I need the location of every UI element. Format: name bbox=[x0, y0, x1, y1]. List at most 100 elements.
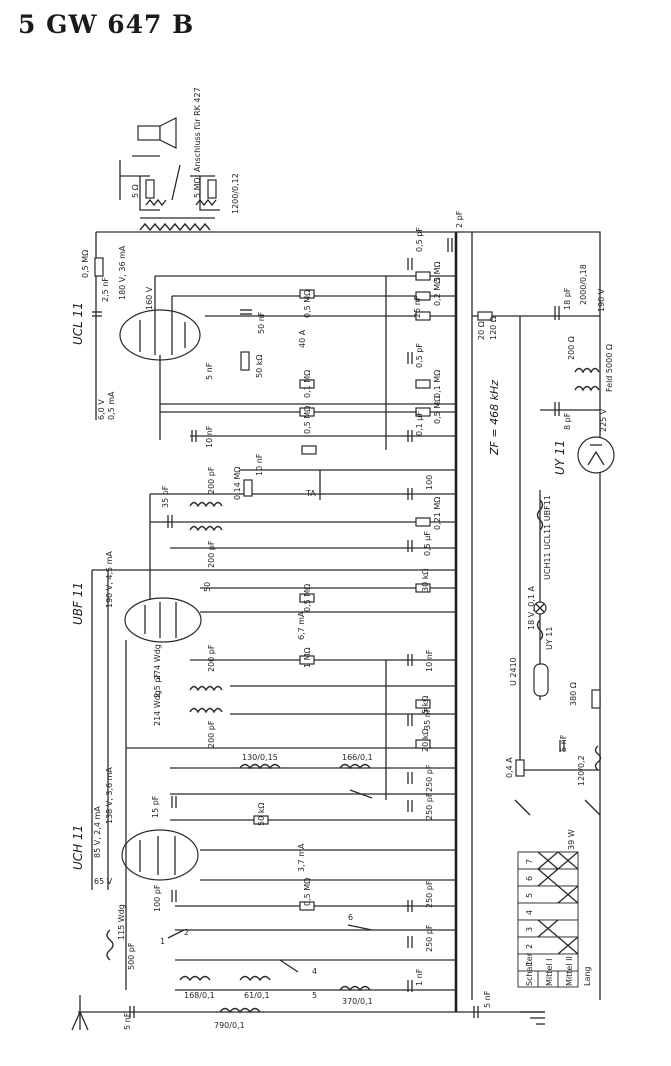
label-switch-5: 5 bbox=[312, 991, 317, 1000]
label-heater-current: 18 V, 0,1 A bbox=[527, 585, 536, 630]
table-header-5: 5 bbox=[525, 893, 534, 898]
label-cap-8pf: 8 pF bbox=[563, 412, 572, 430]
label-res-05-megohm-top: 0,5 MΩ bbox=[81, 250, 90, 278]
label-cap-50nf: 50 nF bbox=[257, 311, 266, 334]
label-cap-05c: 0,5 µF bbox=[423, 531, 432, 556]
label-coil-790: 790/0,1 bbox=[214, 1021, 245, 1030]
ground-icon bbox=[520, 1011, 545, 1025]
label-b-67ma: 6,7 mA bbox=[297, 611, 306, 640]
label-res-021: 0,21 MΩ bbox=[433, 497, 442, 530]
label-uch-grid: 85 V, 2,4 mA bbox=[93, 806, 102, 858]
label-res-5k: 5 kΩ bbox=[421, 696, 430, 714]
label-cap-25pf: 2,5 pF bbox=[153, 673, 162, 698]
label-res-2000: 2000/0,18 bbox=[579, 264, 588, 305]
label-214-wdg: 214 Wdg bbox=[153, 690, 162, 726]
label-65v: 65 V bbox=[94, 877, 113, 886]
fuse-icon bbox=[515, 759, 525, 777]
label-cap-5nfb: 5 nF bbox=[559, 734, 568, 752]
table-header-schalter: Schalter bbox=[525, 952, 534, 986]
label-tube-uch11: UCH 11 bbox=[71, 825, 85, 870]
output-transformer bbox=[139, 222, 211, 232]
table-header-7: 7 bbox=[525, 859, 534, 864]
label-cap-15pf: 15 pF bbox=[151, 795, 160, 818]
label-coil-130: 130/0,15 bbox=[242, 753, 278, 762]
label-res-5-megohm: 5 MΩ bbox=[193, 177, 202, 198]
label-cap-05pf: 0,5 pF bbox=[415, 227, 424, 252]
switch-table bbox=[517, 851, 579, 988]
label-switch-1: 1 bbox=[160, 937, 165, 946]
tube-uy11 bbox=[577, 436, 615, 474]
label-res-200: 200 Ω bbox=[567, 336, 576, 360]
ballast-u2410 bbox=[533, 663, 549, 697]
label-cap-250a: 250 pF bbox=[425, 764, 434, 792]
speaker-icon bbox=[132, 117, 177, 157]
label-fuse: 0,4 A bbox=[505, 757, 514, 778]
label-cap-25: 25 nF bbox=[413, 295, 422, 318]
label-cap-50: 50 bbox=[203, 582, 212, 592]
resistor-5-megohm bbox=[207, 179, 217, 199]
label-anschluss: Anschluss für RK 427 bbox=[193, 87, 202, 172]
label-res-1200: 1200/0,12 bbox=[231, 173, 240, 214]
table-row-mittel-2: Mittel II bbox=[565, 956, 574, 986]
label-res-5m: 5 MΩ bbox=[433, 261, 442, 282]
label-res-05d: 0,5 MΩ bbox=[303, 878, 312, 906]
label-res-01m: 0,1 MΩ bbox=[303, 370, 312, 398]
label-225v: 225 V bbox=[599, 408, 608, 432]
label-cap-5nfd: 5 nF bbox=[123, 1012, 132, 1030]
tube-ucl11 bbox=[119, 309, 201, 361]
table-header-4: 4 bbox=[525, 910, 534, 915]
label-feld: Feld 5000 Ω bbox=[605, 344, 614, 392]
label-cap-5nf: 5 nF bbox=[205, 362, 214, 380]
label-switch-6: 6 bbox=[348, 913, 353, 922]
tube-uch11 bbox=[121, 829, 199, 881]
label-switch-4: 4 bbox=[312, 967, 317, 976]
table-header-3: 3 bbox=[525, 927, 534, 932]
label-cap-250c: 250 pF bbox=[425, 880, 434, 908]
label-tube-ubf11: UBF 11 bbox=[71, 582, 85, 625]
resistor-5-ohm bbox=[145, 179, 155, 199]
label-cap-500: 500 pF bbox=[127, 942, 136, 970]
label-res-01b: 0,1 MΩ bbox=[433, 370, 442, 398]
label-cap-1nf: 1 nF bbox=[415, 968, 424, 986]
label-coil-166: 166/0,1 bbox=[342, 753, 373, 762]
label-uch-anode: 138 V, 3,6 mA bbox=[105, 767, 114, 824]
label-05ma: 0,5 mA bbox=[107, 391, 116, 420]
label-res-120: 120 Ω bbox=[489, 316, 498, 340]
label-cap-01uf: 0,1 µF bbox=[415, 411, 424, 436]
label-coil-168: 168/0,1 bbox=[184, 991, 215, 1000]
label-coil-61: 61/0,1 bbox=[244, 991, 270, 1000]
tube-ubf11 bbox=[124, 597, 202, 643]
label-cap-35b: 35 nF bbox=[423, 707, 432, 730]
label-res-120b: 120/0,2 bbox=[577, 755, 586, 786]
label-res-05c: 0,5 MΩ bbox=[303, 584, 312, 612]
label-115-wdg: 115 Wdg bbox=[117, 904, 126, 940]
label-ta: TA bbox=[305, 489, 316, 498]
label-190v-right: 190 V bbox=[597, 288, 606, 312]
label-coil-370: 370/0,1 bbox=[342, 997, 373, 1006]
label-ucl-anode: 180 V, 36 mA bbox=[118, 245, 127, 300]
label-res-50k: 50 kΩ bbox=[255, 355, 264, 378]
label-39w: 39 W bbox=[567, 829, 576, 850]
label-cap-2pf: 2 pF bbox=[455, 210, 464, 228]
label-cap-100: 100 bbox=[425, 475, 434, 490]
table-header-2: 2 bbox=[525, 944, 534, 949]
label-tube-uy11: UY 11 bbox=[553, 440, 567, 475]
label-b-40: 40 A bbox=[298, 329, 307, 348]
label-res-380: 380 Ω bbox=[569, 682, 578, 706]
label-cap-200c: 200 pF bbox=[207, 644, 216, 672]
label-tube-ucl11: UCL 11 bbox=[71, 302, 85, 345]
label-res-014: 0,14 MΩ bbox=[233, 467, 242, 500]
label-res-1m: 1 MΩ bbox=[303, 647, 312, 668]
label-res-5-ohm: 5 Ω bbox=[131, 184, 140, 198]
label-cap-200d: 200 pF bbox=[207, 720, 216, 748]
table-header-1: 1 bbox=[525, 961, 534, 966]
label-cap-100pf: 100 pF bbox=[153, 884, 162, 912]
label-ubf-anode: 190 V, 4,5 mA bbox=[105, 551, 114, 608]
label-res-05b: 0,5 MΩ bbox=[433, 396, 442, 424]
label-u2410: U 2410 bbox=[509, 657, 518, 686]
label-res-20: 20 Ω bbox=[477, 321, 486, 340]
label-b-37ma: 3,7 mA bbox=[297, 843, 306, 872]
label-cap-200b: 200 pF bbox=[207, 540, 216, 568]
label-res-20k: 20 kΩ bbox=[421, 729, 430, 752]
label-ucl-grid: 160 V bbox=[145, 286, 154, 310]
